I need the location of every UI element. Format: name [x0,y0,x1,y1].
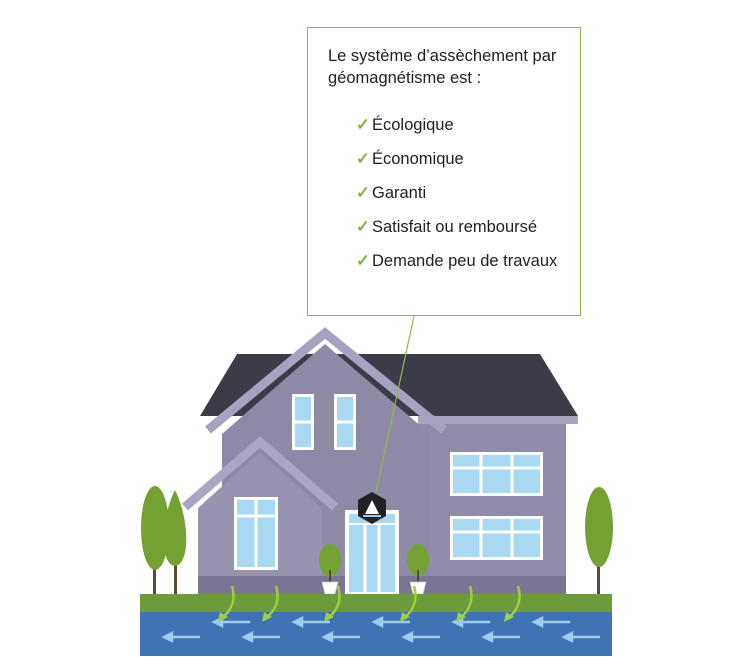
flow-arrow [321,630,360,644]
flow-arrow [561,630,600,644]
tree-left-2 [163,490,187,595]
central-gable-trim [205,327,447,434]
upper-window-left [292,394,314,450]
ground-drain-arrows [218,585,521,622]
benefit-label: Économique [372,150,464,168]
flow-arrow [531,615,570,629]
benefit-item: ✓Satisfait ou remboursé [356,216,576,238]
drain-arrow [218,585,235,622]
left-gable-trim [182,436,338,511]
benefit-item: ✓Demande peu de travaux [356,250,576,272]
flow-arrow [371,615,410,629]
callout-heading: Le système d’assèchement par géomagnétis… [328,47,557,87]
check-icon: ✓ [356,150,370,168]
right-wing-wall [418,418,566,596]
front-door [345,510,399,596]
flow-arrow [161,630,200,644]
benefit-label: Satisfait ou remboursé [372,218,538,236]
grass-layer [140,594,612,612]
flow-arrow [401,630,440,644]
tree-right [585,487,613,595]
benefit-label: Demande peu de travaux [372,252,558,270]
potted-plant-left [319,544,341,595]
drain-arrow [400,585,417,622]
benefits-list: ✓Écologique ✓Économique ✓Garanti ✓Satisf… [356,114,576,284]
callout-pointer [375,315,415,493]
water-flow-arrows [161,615,600,644]
benefit-label: Garanti [372,184,427,202]
potted-plant-right [407,544,429,595]
benefits-callout: Le système d’assèchement par géomagnétis… [307,27,581,316]
drain-arrow [504,585,521,622]
flow-arrow [291,615,330,629]
left-gable-window [234,497,278,570]
check-icon: ✓ [356,184,370,202]
right-lower-window [450,516,543,560]
tree-left-1 [141,486,169,595]
upper-window-right [334,394,356,450]
benefit-item: ✓Économique [356,148,576,170]
flow-arrow [481,630,520,644]
drain-arrow [324,585,341,622]
drain-arrow [262,585,279,622]
check-icon: ✓ [356,218,370,236]
geomagnetic-device-icon [358,492,386,524]
right-upper-window [450,452,543,496]
check-icon: ✓ [356,252,370,270]
benefit-label: Écologique [372,116,454,134]
benefit-item: ✓Garanti [356,182,576,204]
check-icon: ✓ [356,116,370,134]
flow-arrow [241,630,280,644]
benefit-item: ✓Écologique [356,114,576,136]
drain-arrow [456,585,473,622]
